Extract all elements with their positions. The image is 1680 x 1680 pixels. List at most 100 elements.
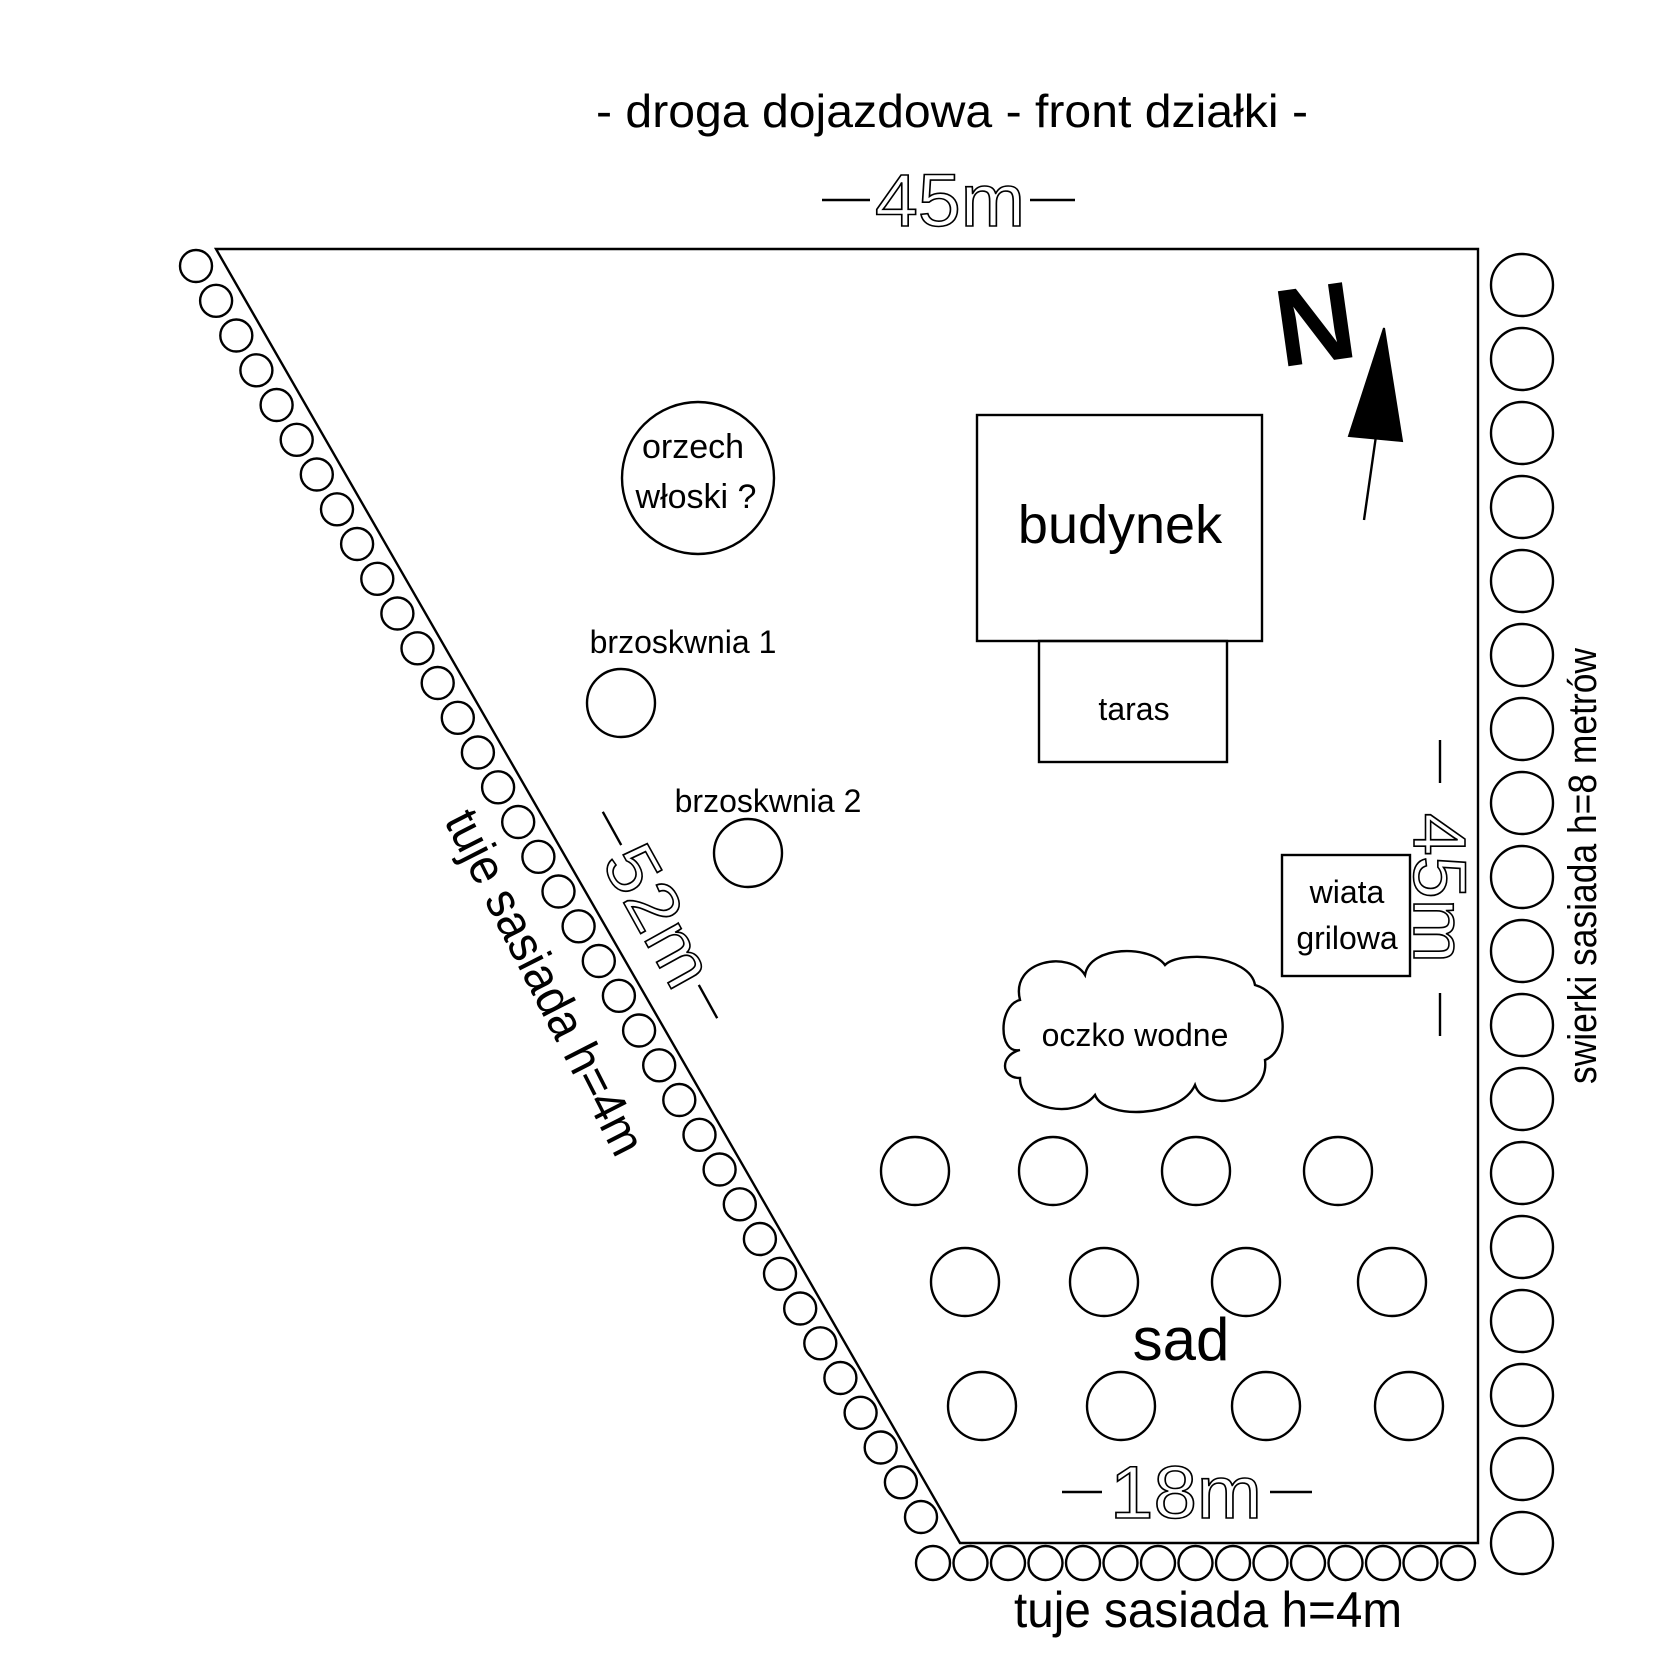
thuja-tree-icon xyxy=(1402,1544,1439,1582)
thuja-tree-icon xyxy=(762,1256,798,1292)
right-dimension-label: 45m xyxy=(1398,813,1481,963)
thuja-tree-icon xyxy=(1252,1544,1289,1582)
thuja-tree-icon xyxy=(1027,1544,1064,1582)
spruce-tree-icon xyxy=(1489,548,1555,614)
pond: oczko wodne xyxy=(1002,949,1284,1114)
right-hedge-label: swierki sasiada h=8 metrów xyxy=(1561,648,1605,1084)
spruce-tree-icon xyxy=(1489,622,1555,688)
spruce-tree-icon xyxy=(1489,1510,1555,1576)
terrace-label: taras xyxy=(1098,691,1169,727)
thuja-tree-icon xyxy=(1177,1544,1214,1582)
north-arrow-shaft xyxy=(1362,435,1378,521)
spruce-tree-icon xyxy=(1489,1214,1555,1280)
thuja-tree-icon xyxy=(440,700,475,735)
spruce-tree-icon xyxy=(1489,326,1555,392)
thuja-tree-icon xyxy=(460,735,496,770)
north-label: N xyxy=(1267,258,1363,391)
thuja-tree-icon xyxy=(239,353,274,388)
thuja-tree-icon xyxy=(952,1544,989,1582)
thuja-tree-icon xyxy=(319,492,355,527)
orchard-tree-icon xyxy=(929,1246,1001,1318)
thuja-tree-icon xyxy=(501,804,536,840)
orchard-tree-icon xyxy=(1356,1246,1428,1318)
bottom-dimension: 18m xyxy=(1062,1450,1312,1535)
hedge-right-spruces xyxy=(1489,252,1555,1576)
orchard-tree-icon xyxy=(1068,1246,1140,1318)
thuja-tree-icon xyxy=(178,248,214,284)
orchard-tree-icon xyxy=(879,1135,951,1207)
spruce-tree-icon xyxy=(1489,1288,1555,1354)
thuja-tree-icon xyxy=(1327,1544,1364,1582)
thuja-tree-icon xyxy=(339,526,375,562)
thuja-tree-icon xyxy=(914,1544,952,1582)
left-diagonal-dimension-label: 52m xyxy=(587,831,730,1001)
thuja-tree-icon xyxy=(783,1291,818,1326)
orchard-tree-icon xyxy=(1302,1135,1374,1207)
walnut-label-line2: włoski ? xyxy=(635,478,757,516)
north-compass: N xyxy=(1267,258,1404,521)
thuja-tree-icon xyxy=(883,1465,919,1500)
top-dimension: 45m xyxy=(822,158,1075,243)
thuja-tree-icon xyxy=(561,909,596,944)
spruce-tree-icon xyxy=(1489,696,1555,762)
thuja-tree-icon xyxy=(722,1187,757,1222)
thuja-tree-icon xyxy=(1439,1544,1477,1582)
thuja-tree-icon xyxy=(682,1117,717,1153)
bottom-hedge-label: tuje sasiada h=4m xyxy=(1014,1582,1402,1638)
building-label: budynek xyxy=(1018,495,1223,555)
thuja-tree-icon xyxy=(989,1544,1027,1582)
walnut-tree: orzech włoski ? xyxy=(620,400,776,556)
thuja-tree-icon xyxy=(903,1499,939,1535)
orchard-tree-icon xyxy=(1230,1370,1302,1442)
thuja-tree-icon xyxy=(803,1326,838,1361)
thuja-tree-icon xyxy=(1289,1544,1327,1582)
thuja-tree-icon xyxy=(621,1013,657,1048)
walnut-label-line1: orzech xyxy=(642,428,744,466)
spruce-tree-icon xyxy=(1489,1140,1555,1206)
orchard-tree-icon xyxy=(1085,1370,1157,1442)
thuja-tree-icon xyxy=(823,1360,858,1396)
orchard-tree-icon xyxy=(1210,1246,1282,1318)
thuja-tree-icon xyxy=(742,1221,778,1257)
building: budynek xyxy=(975,413,1264,643)
thuja-tree-icon xyxy=(601,978,637,1013)
orchard-tree-icon xyxy=(1017,1135,1089,1207)
spruce-tree-icon xyxy=(1489,1066,1555,1132)
pond-label: oczko wodne xyxy=(1042,1017,1229,1053)
plot-boundary xyxy=(213,247,1480,1545)
thuja-tree-icon xyxy=(360,561,395,596)
thuja-tree-icon xyxy=(1139,1544,1177,1582)
spruce-tree-icon xyxy=(1489,252,1555,318)
spruce-tree-icon xyxy=(1489,474,1555,540)
thuja-tree-icon xyxy=(521,839,556,874)
bbq-label-line2: grilowa xyxy=(1296,920,1398,956)
road-label: - droga dojazdowa - front działki - xyxy=(596,85,1308,137)
hedge-bottom-thujas xyxy=(914,1544,1477,1582)
thuja-tree-icon xyxy=(400,631,435,666)
thuja-tree-icon xyxy=(480,770,516,805)
thuja-tree-icon xyxy=(259,387,294,423)
thuja-tree-icon xyxy=(1102,1544,1139,1582)
thuja-tree-icon xyxy=(219,318,254,353)
orchard-label: sad xyxy=(1133,1306,1230,1373)
thuja-tree-icon xyxy=(1364,1544,1402,1582)
top-dimension-label: 45m xyxy=(875,159,1025,242)
right-dimension: 45m xyxy=(1397,740,1482,1036)
thuja-tree-icon xyxy=(380,596,415,631)
thuja-tree-icon xyxy=(662,1082,697,1118)
thuja-tree-icon xyxy=(843,1395,878,1431)
thuja-tree-icon xyxy=(279,422,314,457)
peach-tree-2: brzoskwnia 2 xyxy=(675,783,861,889)
spruce-tree-icon xyxy=(1489,844,1555,910)
thuja-tree-icon xyxy=(198,283,234,318)
orchard-tree-icon xyxy=(1160,1135,1232,1207)
spruce-tree-icon xyxy=(1489,770,1555,836)
thuja-tree-icon xyxy=(299,457,334,492)
thuja-tree-icon xyxy=(541,874,576,909)
spruce-tree-icon xyxy=(1489,992,1555,1058)
bbq-shelter: wiata grilowa xyxy=(1280,853,1412,978)
terrace: taras xyxy=(1037,639,1229,764)
orchard-tree-icon xyxy=(1373,1370,1445,1442)
thuja-tree-icon xyxy=(1214,1544,1252,1582)
